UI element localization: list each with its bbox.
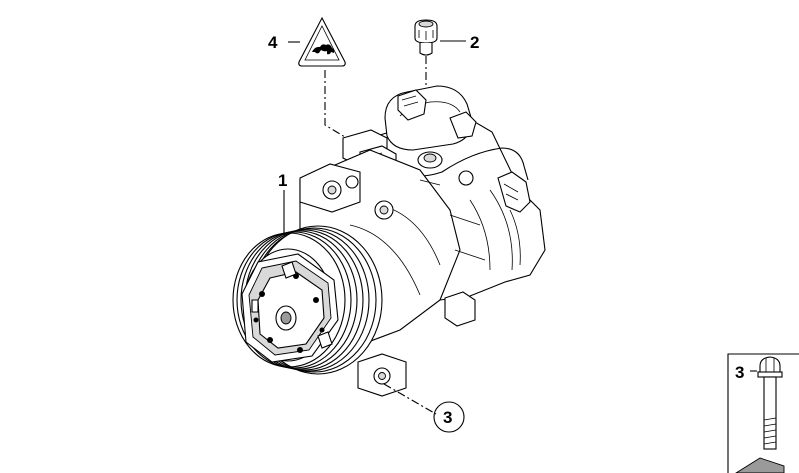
warning-triangle-icon[interactable] (298, 16, 346, 67)
bolt-icon[interactable] (757, 356, 783, 450)
callout-3[interactable]: 3 (443, 408, 452, 427)
compressor-assembly[interactable] (232, 85, 546, 397)
callout-2[interactable]: 2 (470, 33, 479, 52)
inset-callout-3[interactable]: 3 (735, 363, 744, 382)
dash-line-4 (324, 70, 351, 141)
callout-3-circle (433, 401, 465, 433)
bolt-indicator-icon (735, 457, 785, 473)
fitting-part-2[interactable] (414, 19, 438, 56)
inset-bolt-panel: 3 (727, 353, 799, 473)
callout-1[interactable]: 1 (278, 171, 287, 190)
dash-line-3 (383, 383, 437, 415)
callout-4[interactable]: 4 (268, 33, 278, 52)
